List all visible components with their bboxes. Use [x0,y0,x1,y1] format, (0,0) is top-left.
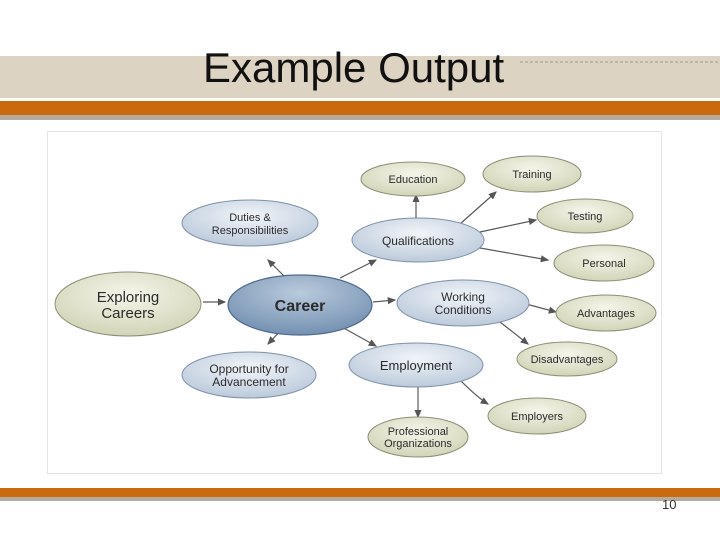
arrow-career-working [372,297,397,305]
node-qualifications: Qualifications [351,217,485,263]
exploring-careers-label: Exploring [97,289,160,306]
node-advantages: Advantages [555,294,657,332]
arrow-employment-employers [459,379,490,405]
divider-line-top [0,115,720,120]
arrow-career-qualifications [339,259,378,279]
node-employers: Employers [487,397,587,435]
node-testing: Testing [536,198,634,234]
duties-label-1: Duties & [229,212,271,224]
professional-label-2: Organizations [384,438,452,450]
page-number: 10 [662,497,677,512]
node-professional-organizations: Professional Organizations [367,416,469,458]
node-disadvantages: Disadvantages [516,341,618,377]
arrow-career-duties [267,259,286,278]
personal-label: Personal [582,258,625,270]
employment-label: Employment [380,358,453,373]
node-exploring-careers: Exploring Careers [54,271,202,337]
node-duties-responsibilities: Duties & Responsibilities [181,199,319,247]
arrow-qual-training [459,191,497,225]
employers-label: Employers [511,411,563,423]
accent-bar-bottom [0,488,720,497]
node-education: Education [360,161,466,197]
working-label-2: Conditions [435,303,492,317]
qualifications-label: Qualifications [382,234,454,248]
advantages-label: Advantages [577,308,636,320]
node-career: Career [227,274,373,336]
duties-label-2: Responsibilities [212,225,289,237]
title-band-dashes [520,61,720,63]
accent-bar-top [0,101,720,115]
working-label-1: Working [441,290,485,304]
disadvantages-label: Disadvantages [531,354,604,366]
node-opportunity-advancement: Opportunity for Advancement [181,351,317,399]
node-working-conditions: Working Conditions [396,279,530,327]
training-label: Training [512,169,551,181]
arrow-working-disadvantages [499,321,529,345]
career-label: Career [275,298,326,315]
professional-label-1: Professional [388,426,449,438]
divider-line-bottom [0,497,720,501]
opportunity-label-1: Opportunity for [209,362,288,376]
mind-map-svg: Exploring Careers Career Duties & Respon… [54,155,657,458]
career-mind-map: Exploring Careers Career Duties & Respon… [47,131,662,474]
node-training: Training [482,155,582,193]
arrow-career-employment [339,325,378,347]
node-employment: Employment [348,342,484,388]
exploring-careers-label-2: Careers [101,305,154,322]
arrow-qual-testing [479,217,538,233]
testing-label: Testing [568,211,603,223]
arrow-qual-personal [479,247,550,263]
arrow-working-advantages [525,303,558,314]
slide-title: Example Output [203,44,505,91]
title-band [0,56,720,98]
exploring-line-1: Exploring [97,289,160,306]
node-personal: Personal [553,244,655,282]
education-label: Education [389,174,438,186]
opportunity-label-2: Advancement [212,375,286,389]
